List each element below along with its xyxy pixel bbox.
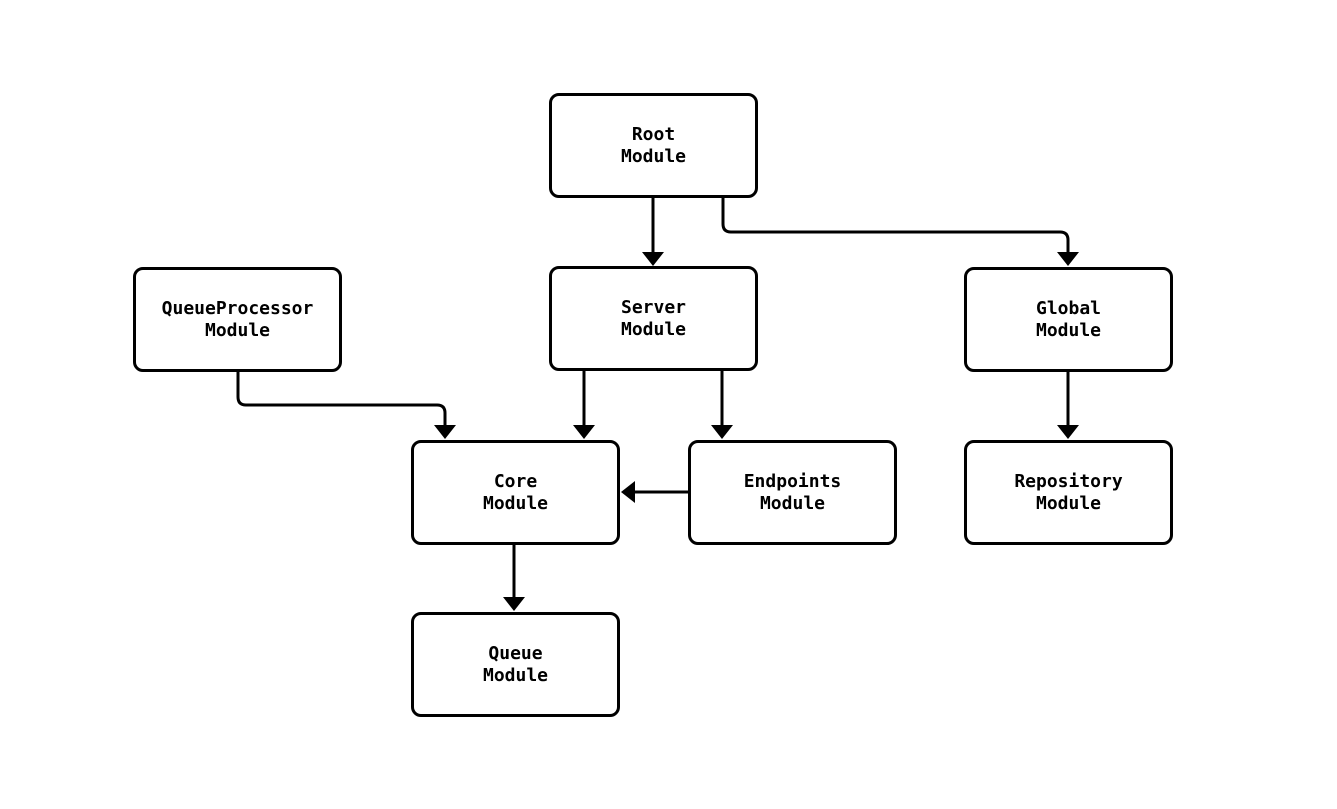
edge-core-to-queue-arrowhead [503, 597, 525, 611]
edge-endpoints-to-core-arrowhead [621, 481, 635, 503]
edge-server-to-core-arrowhead [573, 425, 595, 439]
node-core-module: Core Module [411, 440, 620, 545]
edge-root-to-global-line [721, 198, 1070, 252]
edge-queueprocessor-to-core-line [236, 372, 447, 425]
edge-server-to-endpoints-arrowhead [711, 425, 733, 439]
node-server-module: Server Module [549, 266, 758, 371]
node-endpoints-module: Endpoints Module [688, 440, 897, 545]
node-global-module: Global Module [964, 267, 1173, 372]
node-queueprocessor-module: QueueProcessor Module [133, 267, 342, 372]
node-repository-module: Repository Module [964, 440, 1173, 545]
node-root-module: Root Module [549, 93, 758, 198]
edge-queueprocessor-to-core-arrowhead [434, 425, 456, 439]
node-queue-module: Queue Module [411, 612, 620, 717]
edge-root-to-global-arrowhead [1057, 252, 1079, 266]
edge-root-to-server-arrowhead [642, 252, 664, 266]
edge-global-to-repository-arrowhead [1057, 425, 1079, 439]
